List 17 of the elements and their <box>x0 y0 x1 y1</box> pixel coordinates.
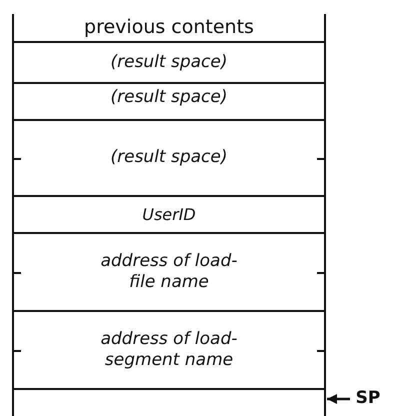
cell-label: (result space) <box>110 52 228 74</box>
stack-cell <box>12 14 326 43</box>
arrow <box>327 394 350 404</box>
cell-label: (result space) <box>110 86 228 108</box>
cell-label: previous contents <box>84 16 254 40</box>
pointer-label: SP <box>356 388 380 410</box>
stack-cell <box>12 234 326 312</box>
stack-cell <box>12 197 326 234</box>
cell-label: (result space) <box>110 147 228 169</box>
stack-cell <box>12 84 326 121</box>
stack-cell <box>12 312 326 390</box>
cell-label: UserID <box>142 204 196 224</box>
stack-cell <box>12 43 326 84</box>
cell-label: address of load-segment name <box>100 328 238 372</box>
stack-cell <box>12 390 326 416</box>
cell-label: address of load-file name <box>100 250 238 294</box>
stack-cell <box>12 121 326 197</box>
